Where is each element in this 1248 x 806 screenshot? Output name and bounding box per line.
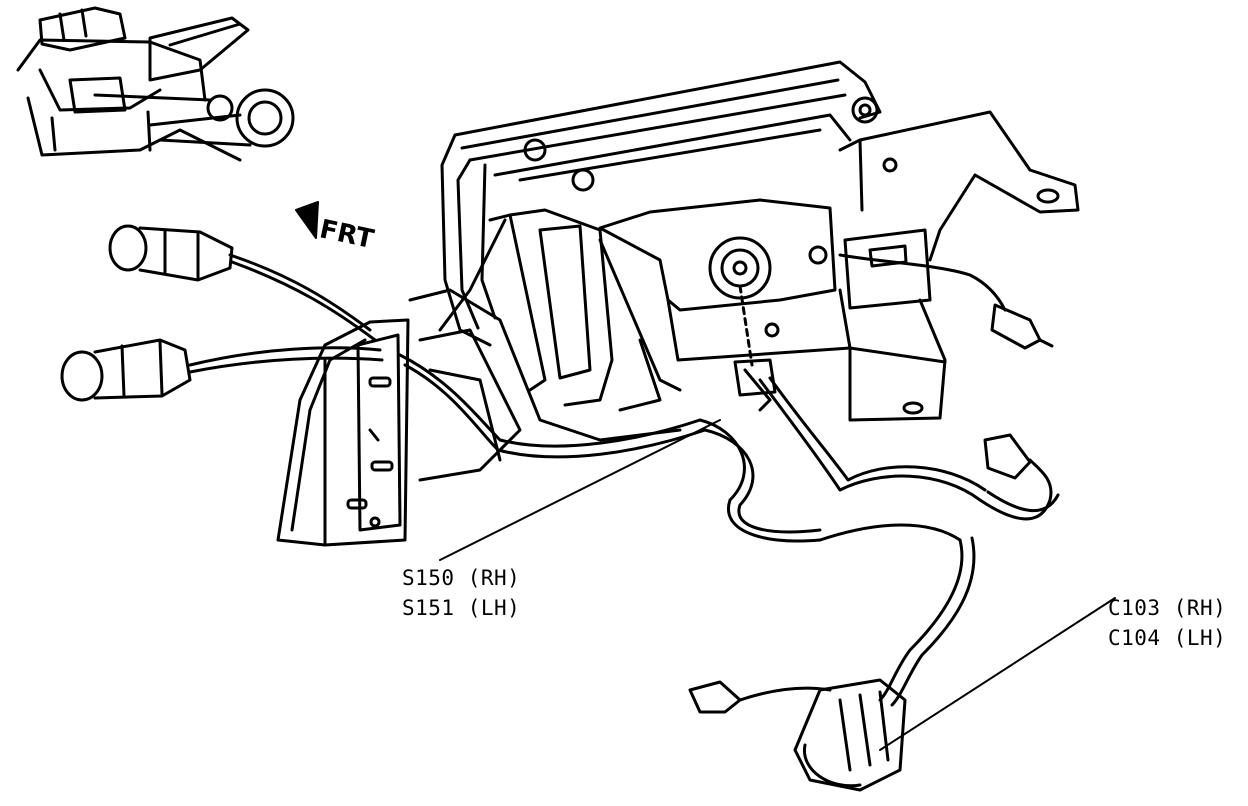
connector-upper-right bbox=[990, 303, 1054, 350]
connector-leader-line bbox=[879, 597, 1116, 751]
headlamp-housing bbox=[440, 60, 882, 347]
bulb-lower bbox=[60, 338, 192, 402]
connector-socket-small bbox=[733, 358, 777, 397]
front-arrow-icon bbox=[295, 201, 319, 239]
connector-callout-lh: C104 (LH) bbox=[1108, 626, 1227, 650]
bulb-upper bbox=[108, 224, 234, 282]
inset-vehicle-view bbox=[16, 6, 295, 162]
connector-mid-right bbox=[983, 433, 1032, 480]
side-marker-lamp bbox=[276, 318, 410, 547]
lamp-body bbox=[598, 198, 947, 422]
splice-callout-lh: S151 (LH) bbox=[402, 596, 521, 620]
wiring-harness bbox=[188, 253, 1060, 707]
connector-callout-rh: C103 (RH) bbox=[1108, 596, 1227, 620]
splice-leader-line bbox=[439, 419, 721, 561]
mounting-bracket bbox=[838, 110, 1080, 310]
harness-connector bbox=[688, 678, 907, 792]
splice-callout-rh: S150 (RH) bbox=[402, 566, 521, 590]
